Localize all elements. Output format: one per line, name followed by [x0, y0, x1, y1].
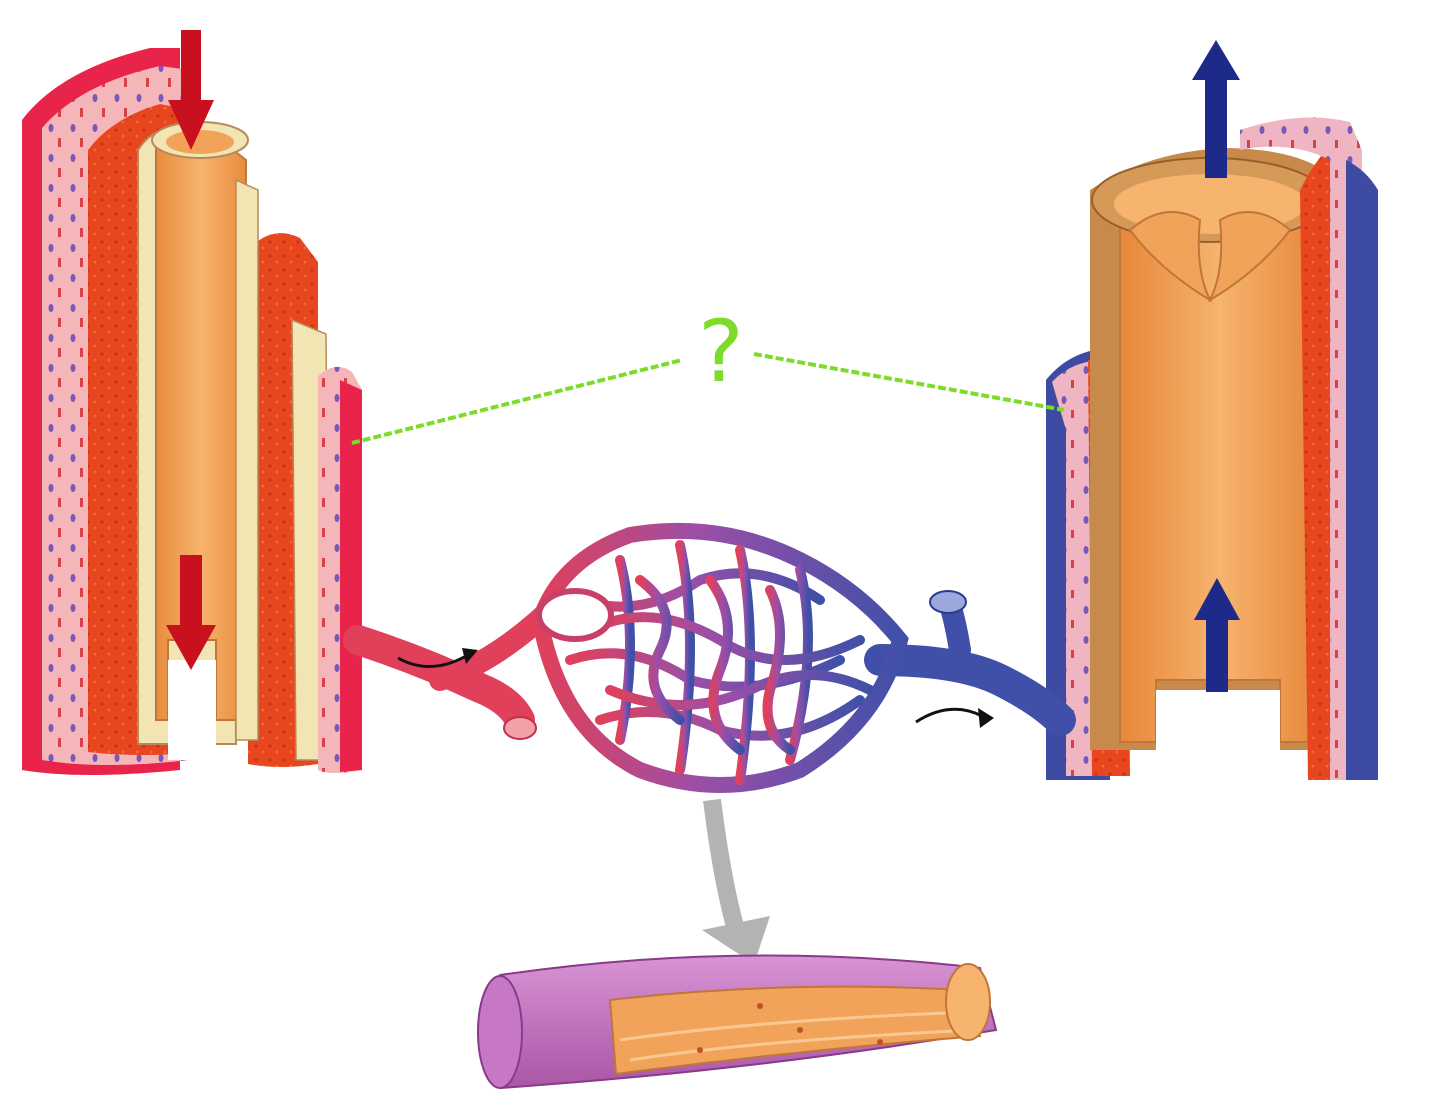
arrow-down-icon	[166, 555, 216, 670]
leader-line-artery	[351, 358, 683, 445]
vein-valve-left	[1128, 211, 1213, 303]
curved-arrow-icon	[397, 648, 478, 668]
artery-elastic-step	[235, 178, 259, 741]
venule-opening	[929, 590, 967, 614]
vein-valve-right	[1207, 211, 1292, 303]
arrow-up-icon	[1192, 40, 1240, 178]
capillary-lumen-opening	[945, 963, 991, 1041]
curved-arrow-icon	[915, 707, 994, 728]
arrow-up-icon	[1194, 578, 1240, 692]
venule	[864, 644, 1076, 736]
arteriole	[343, 625, 535, 735]
vein-outer-wall-right	[1346, 160, 1378, 780]
capillary-network-outline	[531, 522, 909, 793]
capillary-end	[477, 975, 523, 1089]
arteriole-opening	[503, 716, 537, 740]
artery-top-lumen	[166, 130, 234, 154]
capillary-endothelium	[608, 985, 982, 1076]
artery-outer-edge	[340, 380, 362, 772]
callout-arrow-icon	[702, 798, 770, 964]
vein-adventitia-right	[1240, 117, 1362, 780]
vein-lumen-opening	[1156, 690, 1280, 760]
capillary-cross-section	[477, 954, 998, 1090]
capillary-loop	[536, 588, 614, 642]
arrow-down-icon	[168, 30, 214, 150]
artery	[22, 30, 362, 775]
leader-line-vein	[753, 352, 1065, 412]
capillary-bed	[343, 522, 1076, 793]
capillary-mesh	[565, 540, 875, 785]
vein	[1046, 40, 1378, 780]
question-label: ?	[698, 302, 744, 402]
artery-lumen-opening	[168, 660, 216, 760]
